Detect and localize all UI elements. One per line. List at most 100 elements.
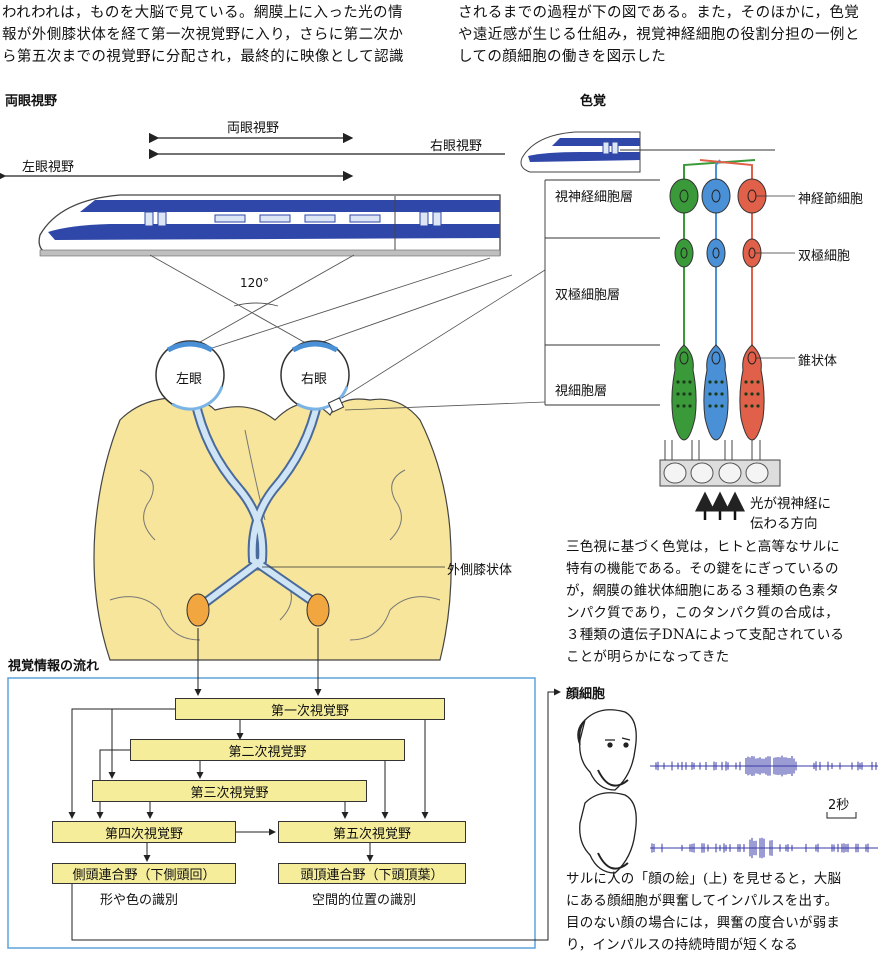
face-text-line-3: 目のない顔の場合には，興奮の度合いが弱ま bbox=[566, 915, 840, 931]
flow-heading: 視覚情報の流れ bbox=[8, 659, 100, 674]
pigment-layer bbox=[659, 440, 781, 487]
layer-brackets bbox=[544, 179, 660, 406]
cone-dot-1-6 bbox=[708, 404, 712, 408]
right-eye-label: 右眼 bbox=[301, 372, 328, 387]
cell-leaders bbox=[755, 195, 795, 359]
ganglion-nucleus-1 bbox=[711, 189, 721, 203]
zoom-line-2 bbox=[344, 401, 546, 411]
intro-left-line-2: 報が外側膝状体を経て第一次視覚野に入り，さらに第二次か bbox=[2, 27, 404, 43]
color-vision-text: 三色視に基づく色覚は，ヒトと高等なサルに 特有の機能である。その鍵をにぎっている… bbox=[566, 536, 844, 668]
cone-dot-0-3 bbox=[676, 392, 680, 396]
cone-dot-2-1 bbox=[750, 380, 754, 384]
bipolar-nucleus-0 bbox=[680, 247, 688, 259]
intro-left-line-3: ら第五次までの視覚野に分配され，最終的に映像として認識 bbox=[2, 49, 404, 65]
temporal-note: 形や色の識別 bbox=[100, 893, 179, 908]
cone-dot-2-6 bbox=[744, 404, 748, 408]
cone-dot-1-1 bbox=[714, 380, 718, 384]
v3-box: 第三次視覚野 bbox=[92, 780, 367, 802]
color-vision-heading: 色覚 bbox=[580, 94, 607, 109]
temporal-box: 側頭連合野（下側頭回） bbox=[52, 863, 236, 884]
brain-illustration bbox=[93, 396, 452, 661]
cone-dot-1-2 bbox=[720, 380, 724, 384]
angle-label: 120° bbox=[240, 276, 269, 290]
cone-dot-0-0 bbox=[676, 380, 680, 384]
color-text-line-1: 三色視に基づく色覚は，ヒトと高等なサルに bbox=[566, 539, 840, 555]
cone-dot-2-4 bbox=[750, 392, 754, 396]
bipolar-nucleus-1 bbox=[712, 247, 720, 259]
color-text-line-6: ことが明らかになってきた bbox=[566, 649, 730, 665]
v2-box: 第二次視覚野 bbox=[130, 739, 405, 761]
cone-dot-1-5 bbox=[720, 392, 724, 396]
face-text-line-2: にある顔細胞が興奮してインパルスを出す。 bbox=[566, 893, 839, 909]
left-field-label: 左眼視野 bbox=[22, 160, 75, 175]
right-eye-icon bbox=[279, 339, 351, 413]
ganglion-nucleus-0 bbox=[679, 189, 689, 203]
cone-dot-1-7 bbox=[714, 404, 718, 408]
right-field-label: 右眼視野 bbox=[430, 139, 483, 154]
cone-dot-1-4 bbox=[714, 392, 718, 396]
ganglion-cell-1 bbox=[701, 178, 731, 214]
cone-dot-0-5 bbox=[688, 392, 692, 396]
cone-dot-1-3 bbox=[708, 392, 712, 396]
left-eye-label: 左眼 bbox=[176, 372, 203, 387]
v1-box: 第一次視覚野 bbox=[175, 698, 445, 720]
cone-dot-0-7 bbox=[682, 404, 686, 408]
ganglion-cell-0 bbox=[669, 178, 699, 214]
time-scale-bar bbox=[826, 812, 857, 819]
cone-dot-2-0 bbox=[744, 380, 748, 384]
cone-nucleus-0 bbox=[679, 351, 689, 365]
bipolar-cell-label: 双極細胞 bbox=[798, 249, 851, 264]
intro-right-line-2: や遠近感が生じる仕組み，視覚神経細胞の役割分担の一例と bbox=[458, 27, 860, 43]
light-direction-arrows bbox=[695, 491, 745, 520]
intro-right-line-3: しての顔細胞の働きを図示した bbox=[458, 49, 667, 65]
cone-dot-2-2 bbox=[756, 380, 760, 384]
flow-frame bbox=[7, 677, 536, 949]
optic-pathways bbox=[190, 395, 323, 610]
face-illustration-1 bbox=[577, 709, 637, 791]
cone-dot-1-8 bbox=[720, 404, 724, 408]
cone-columns bbox=[669, 159, 767, 441]
color-text-line-2: 特有の機能である。その鍵をにぎっているの bbox=[566, 561, 839, 577]
lgn-label: 外側膝状体 bbox=[447, 563, 513, 578]
layer-label-photoreceptor: 視細胞層 bbox=[555, 384, 608, 399]
v5-box: 第五次視覚野 bbox=[278, 821, 466, 843]
axon-2 bbox=[699, 159, 753, 182]
face-text-line-1: サルに人の「顔の絵」(上) を見せると，大脳 bbox=[566, 871, 842, 887]
intro-left: われわれは，ものを大脳で見ている。網膜上に入った光の情 報が外側膝状体を経て第一… bbox=[2, 2, 404, 68]
face-text-line-4: り，インパルスの持続時間が短くなる bbox=[566, 937, 798, 953]
bipolar-cell-0 bbox=[674, 238, 694, 268]
v4-box: 第四次視覚野 bbox=[52, 821, 236, 843]
sight-lines bbox=[149, 254, 513, 351]
time-scale-label: 2秒 bbox=[828, 798, 850, 813]
color-text-line-3: が，網膜の錐状体細胞にある３種類の色素タ bbox=[566, 583, 840, 599]
face-cells-heading: 顔細胞 bbox=[566, 687, 606, 702]
light-direction-label-1: 光が視神経に bbox=[750, 496, 831, 512]
bullet-train-icon bbox=[38, 194, 501, 257]
bipolar-cell-1 bbox=[706, 238, 726, 268]
left-lgn bbox=[186, 593, 210, 627]
color-text-line-5: ３種類の遺伝子DNAによって支配されている bbox=[566, 627, 845, 643]
cone-dot-2-7 bbox=[750, 404, 754, 408]
cone-cell-label: 錐状体 bbox=[798, 354, 838, 369]
cone-dot-0-4 bbox=[682, 392, 686, 396]
cone-dot-2-5 bbox=[756, 392, 760, 396]
cone-dot-0-8 bbox=[688, 404, 692, 408]
light-direction-label-2: 伝わる方向 bbox=[750, 516, 818, 532]
cone-dot-2-8 bbox=[756, 404, 760, 408]
cone-dot-0-1 bbox=[682, 380, 686, 384]
cone-dot-0-6 bbox=[676, 404, 680, 408]
axon-0 bbox=[683, 159, 756, 182]
face-illustration-2 bbox=[579, 792, 637, 874]
parietal-note: 空間的位置の識別 bbox=[312, 893, 417, 908]
cone-dot-1-0 bbox=[708, 380, 712, 384]
color-text-line-4: ンパク質であり，このタンパク質の合成は， bbox=[566, 605, 839, 621]
parietal-box: 頭頂連合野（下頭頂葉） bbox=[278, 863, 466, 884]
zoom-line-1 bbox=[341, 269, 546, 399]
both-field-label: 両眼視野 bbox=[227, 121, 280, 136]
ganglion-cell-label: 神経節細胞 bbox=[798, 192, 864, 207]
cone-dot-2-3 bbox=[744, 392, 748, 396]
intro-right: されるまでの過程が下の図である。また，そのほかに，色覚 や遠近感が生じる仕組み，… bbox=[458, 2, 860, 68]
cone-nucleus-1 bbox=[711, 351, 721, 365]
small-train-icon bbox=[520, 131, 775, 173]
